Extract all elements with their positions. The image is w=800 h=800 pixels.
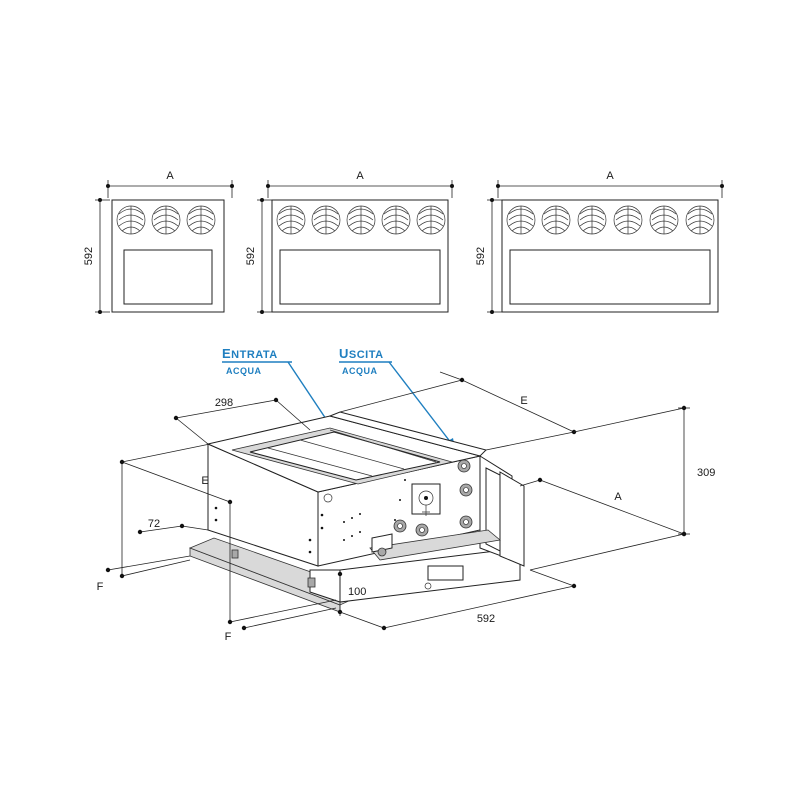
dim-f-left: F — [97, 581, 104, 593]
water-outlet-callout: USCITA ACQUA — [339, 346, 456, 449]
isometric-unit — [188, 411, 525, 613]
dim-e-left: E — [201, 475, 208, 487]
front-view-width-label: A — [166, 170, 174, 182]
fan-row — [116, 205, 216, 235]
dim-72: 72 — [148, 518, 160, 530]
water-inlet-title-initial: E — [222, 346, 231, 361]
dim-309: 309 — [697, 467, 715, 479]
water-inlet-subtitle: ACQUA — [226, 366, 262, 376]
water-outlet-title-rest: SCITA — [349, 349, 384, 361]
dim-a-iso: A — [614, 491, 622, 503]
front-view-height-label: 592 — [83, 247, 95, 265]
water-outlet-title-initial: U — [339, 346, 349, 361]
water-inlet-title-rest: NTRATA — [231, 349, 278, 361]
front-view-height-label: 592 — [475, 247, 487, 265]
dim-e-top: E — [520, 395, 527, 407]
dim-592-bottom: 592 — [477, 613, 495, 625]
front-view-width-label: A — [606, 170, 614, 182]
fan-row — [506, 205, 715, 235]
front-view-5-fans: A 592 — [245, 170, 454, 314]
front-view-3-fans: A 592 — [83, 170, 234, 314]
water-outlet-subtitle: ACQUA — [342, 366, 378, 376]
water-connections — [393, 459, 473, 537]
dim-100: 100 — [348, 586, 366, 598]
dim-298: 298 — [215, 397, 233, 409]
front-view-6-fans: A 592 — [475, 170, 724, 314]
iso-dimensions: 298 E 309 A E 72 — [97, 371, 715, 643]
svg-text:ENTRATA: ENTRATA — [222, 346, 278, 361]
fan-row — [276, 205, 446, 235]
front-view-width-label: A — [356, 170, 364, 182]
drain-pan — [369, 529, 501, 561]
dim-f-bottom: F — [225, 631, 232, 643]
svg-text:USCITA: USCITA — [339, 346, 384, 361]
front-view-height-label: 592 — [245, 247, 257, 265]
